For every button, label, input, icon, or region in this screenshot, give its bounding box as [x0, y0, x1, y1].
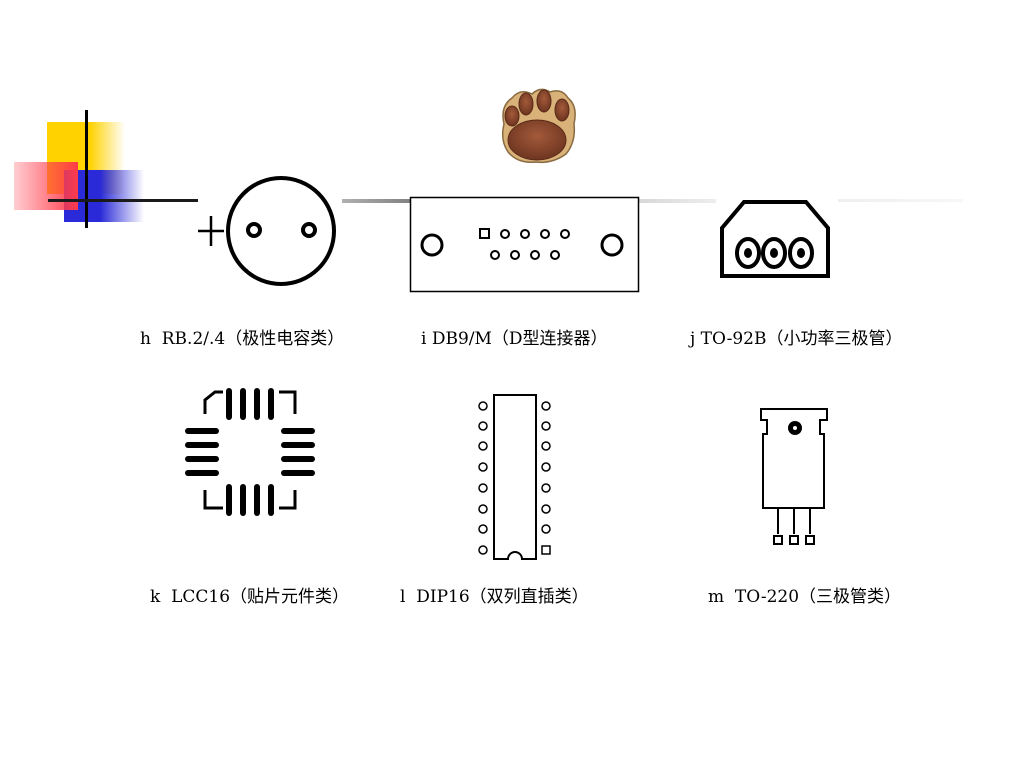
divider-line-right — [638, 199, 716, 203]
caption-i: i DB9/M（D型连接器） — [421, 329, 608, 349]
caption-h: h RB.2/.4（极性电容类） — [140, 329, 345, 349]
divider-line-mid — [342, 199, 412, 203]
caption-m: m TO-220（三极管类） — [708, 587, 902, 607]
caption-l: l DIP16（双列直插类） — [400, 587, 589, 607]
capacitor-footprint — [198, 176, 336, 286]
caption-k: k LCC16（贴片元件类） — [150, 587, 350, 607]
lcc16-footprint — [185, 388, 315, 516]
bear-paw-icon — [501, 88, 576, 164]
db9-connector-footprint — [409, 196, 640, 293]
dip16-footprint — [478, 394, 551, 560]
divider-line-far — [838, 199, 963, 202]
red-square — [14, 162, 78, 210]
caption-j: j TO-92B（小功率三极管） — [690, 329, 903, 349]
divider-line-left — [48, 199, 198, 202]
vertical-line — [85, 110, 88, 228]
to92b-footprint — [720, 200, 830, 278]
corner-decoration — [14, 110, 204, 230]
to220-footprint — [760, 408, 828, 545]
